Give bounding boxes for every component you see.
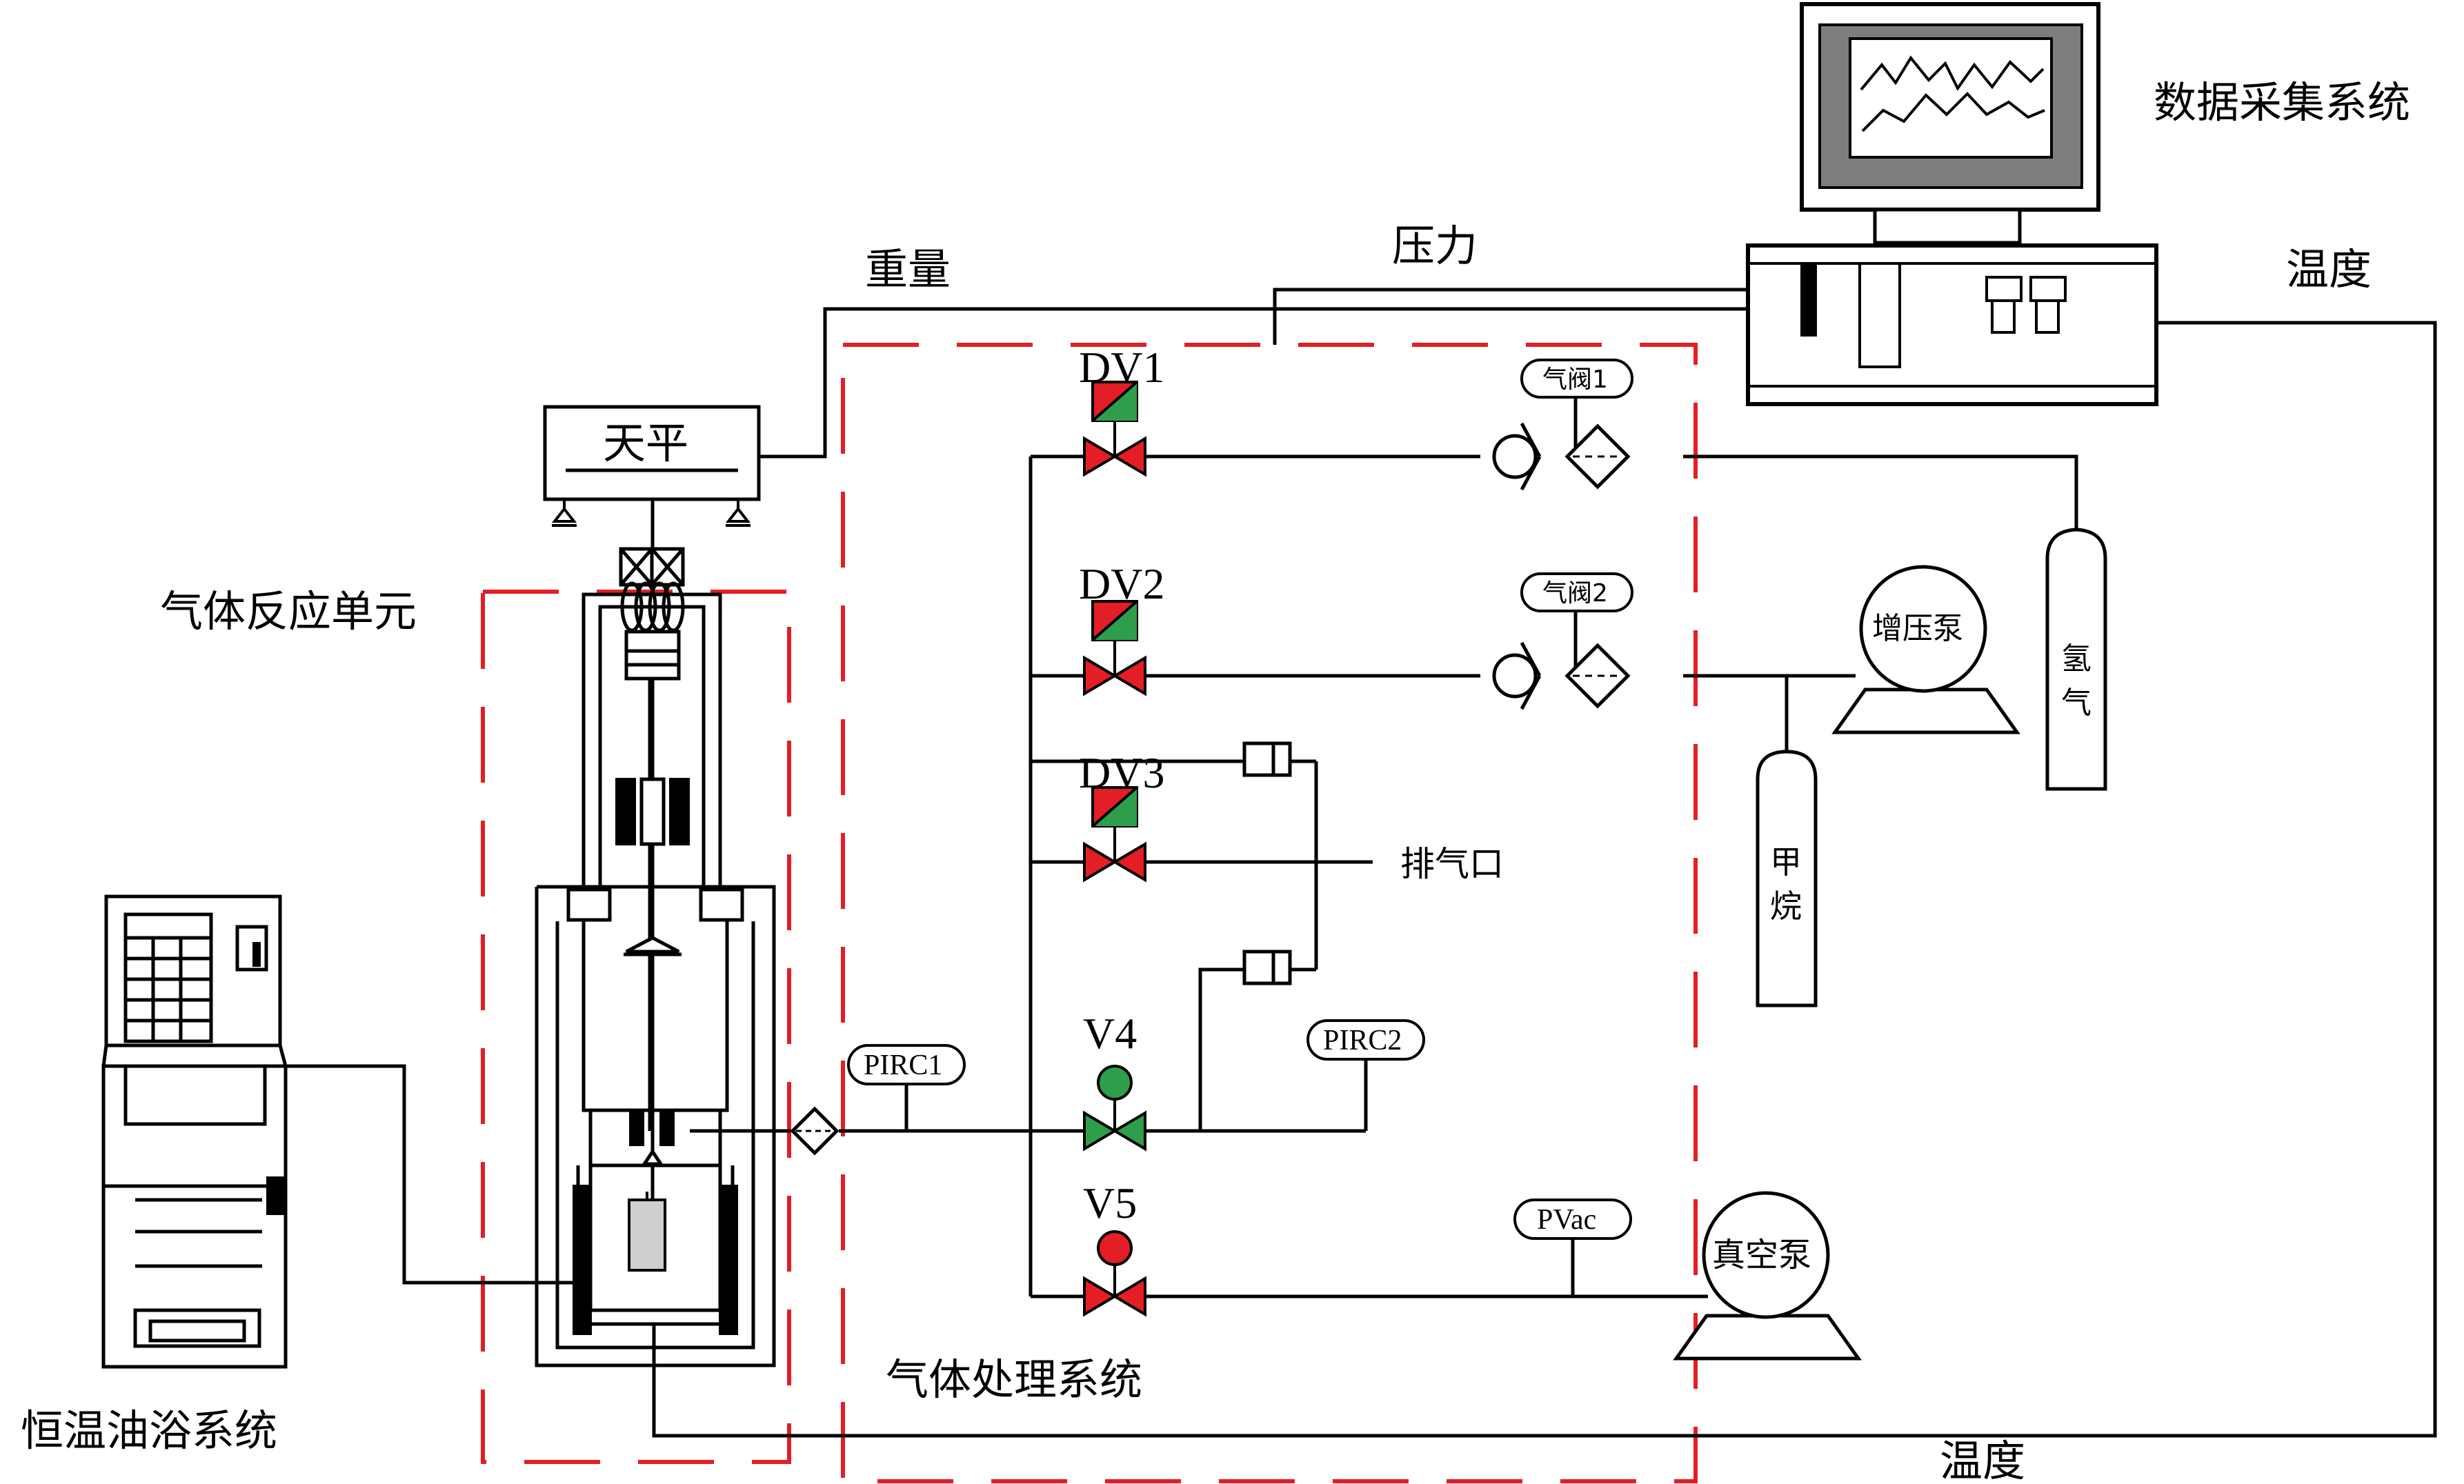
v4-label: V4 xyxy=(1083,1009,1137,1058)
computer-monitor xyxy=(1800,2,2100,245)
reaction-chamber xyxy=(535,547,776,1367)
vacuum-pump-label: 真空泵 xyxy=(1712,1236,1811,1274)
pvac-label: PVac xyxy=(1537,1204,1596,1236)
instrument-pirc1 xyxy=(847,1044,966,1085)
temperature-label-top: 温度 xyxy=(2286,244,2372,294)
balance-label: 天平 xyxy=(603,418,688,468)
hydrogen-label-2: 气 xyxy=(2061,685,2092,721)
check-valve-filter-2 xyxy=(1494,643,1628,709)
weight-label: 重量 xyxy=(865,244,951,294)
gas-processing-border xyxy=(841,343,1698,1483)
pirc1-label: PIRC1 xyxy=(864,1050,942,1081)
signal-lines xyxy=(652,288,2437,1438)
pirc2-label: PIRC2 xyxy=(1323,1025,1402,1056)
v5-label: V5 xyxy=(1083,1179,1137,1227)
magnet-blocks xyxy=(573,778,738,1335)
dv2-label: DV2 xyxy=(1079,559,1164,608)
valve-v5[interactable] xyxy=(1083,1230,1146,1316)
reaction-unit-label: 气体反应单元 xyxy=(160,586,417,636)
booster-pump xyxy=(1831,565,2020,734)
oil-bath-label: 恒温油浴系统 xyxy=(21,1405,277,1456)
gas-processing-label: 气体处理系统 xyxy=(886,1354,1142,1405)
methane-label-1: 甲 xyxy=(1770,843,1802,881)
dv1-label: DV1 xyxy=(1079,343,1164,392)
temperature-label-bottom: 温度 xyxy=(1940,1436,2025,1484)
exhaust-label: 排气口 xyxy=(1400,844,1504,884)
hydrogen-label-1: 氢 xyxy=(2061,641,2092,676)
valve-dv3[interactable] xyxy=(1083,786,1146,881)
valve-v4[interactable] xyxy=(1083,1065,1146,1150)
exhaust-filters xyxy=(1242,741,1292,985)
instrument-gas-valve-2 xyxy=(1520,572,1633,612)
sample-cylinder xyxy=(628,1199,666,1272)
vacuum-pump xyxy=(1673,1191,1862,1361)
pressure-label: 压力 xyxy=(1392,221,1478,271)
gas-valve-1-label: 气阀1 xyxy=(1542,365,1608,394)
instrument-pvac xyxy=(1513,1199,1632,1240)
inlet-filter xyxy=(790,1106,839,1156)
methane-label-2: 烷 xyxy=(1770,888,1802,925)
daq-system-label: 数据采集系统 xyxy=(2154,77,2410,128)
balance xyxy=(543,405,761,549)
instrument-pirc2 xyxy=(1306,1019,1425,1061)
instrument-gas-valve-1 xyxy=(1520,359,1633,399)
methane-cylinder xyxy=(1756,750,1818,1007)
check-valve-filter-1 xyxy=(1494,423,1628,490)
dv3-label: DV3 xyxy=(1079,748,1164,797)
hydrogen-cylinder xyxy=(2045,528,2107,791)
manifold-piping xyxy=(690,397,2078,1298)
oil-bath xyxy=(101,894,573,1369)
gas-valve-2-label: 气阀2 xyxy=(1542,579,1608,608)
valve-dv2[interactable] xyxy=(1083,600,1146,695)
booster-pump-label: 增压泵 xyxy=(1872,611,1963,646)
valve-dv1[interactable] xyxy=(1083,381,1146,476)
reaction-unit-border xyxy=(481,590,791,1464)
computer-case xyxy=(1746,243,2158,406)
